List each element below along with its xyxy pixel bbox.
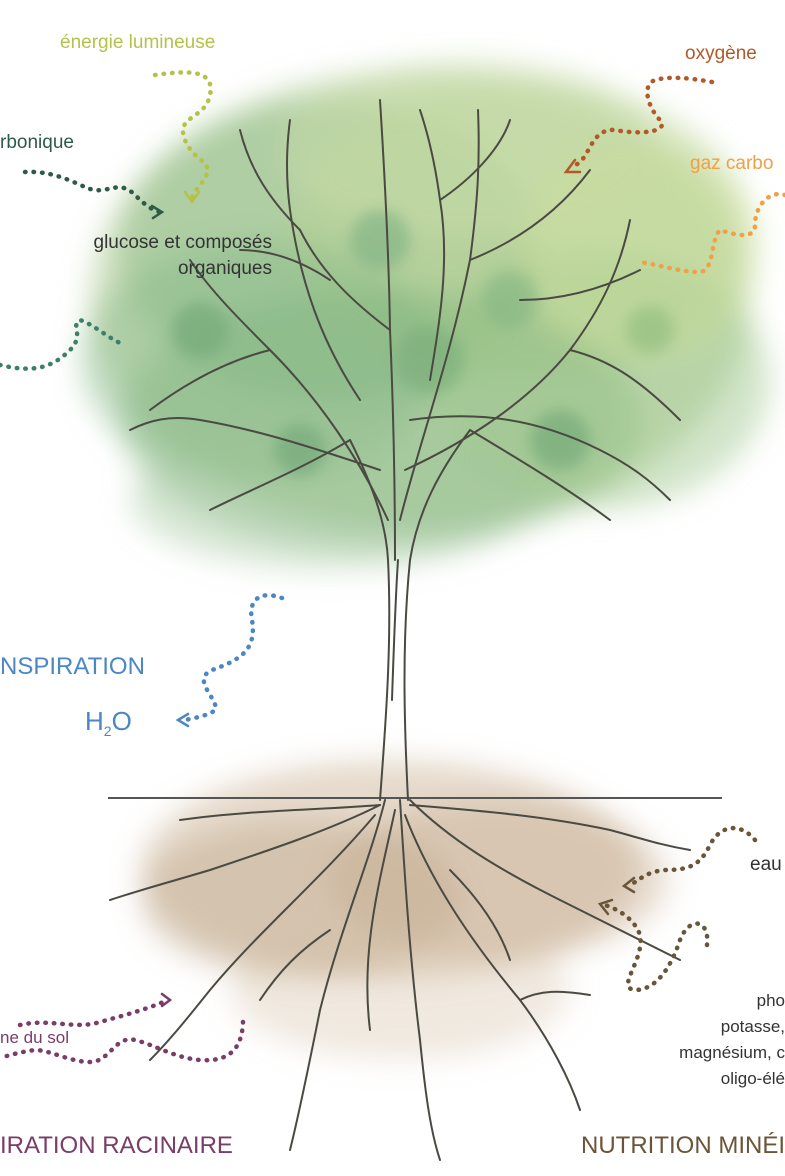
label-glucose-line1: glucose et composés	[94, 232, 273, 253]
label-magnesium: magnésium, c	[679, 1043, 785, 1062]
arrow-h2o	[185, 595, 282, 720]
label-carbonique: rbonique	[0, 132, 74, 153]
label-oxygene: oxygène	[685, 43, 757, 64]
soil-area	[140, 760, 670, 1060]
label-pho: pho	[757, 991, 785, 1010]
label-gaz-carbonique: gaz carbo	[690, 153, 773, 174]
label-nutrition-minerale: NUTRITION MINÉI	[581, 1132, 785, 1159]
label-energie-lumineuse: énergie lumineuse	[60, 32, 215, 53]
arrow-root-resp-1	[20, 1000, 168, 1025]
label-glucose-line2: organiques	[178, 258, 272, 279]
label-eau: eau	[750, 854, 782, 875]
label-matiere-sol: ne du sol	[0, 1028, 69, 1047]
label-respiration-racinaire: IRATION RACINAIRE	[0, 1132, 233, 1159]
label-oligo: oligo-élé	[721, 1069, 785, 1088]
label-h2o: H2O	[85, 706, 132, 739]
arrowhead-root-resp	[162, 994, 170, 1006]
label-potasse: potasse,	[721, 1017, 785, 1036]
label-transpiration: NSPIRATION	[0, 653, 145, 680]
